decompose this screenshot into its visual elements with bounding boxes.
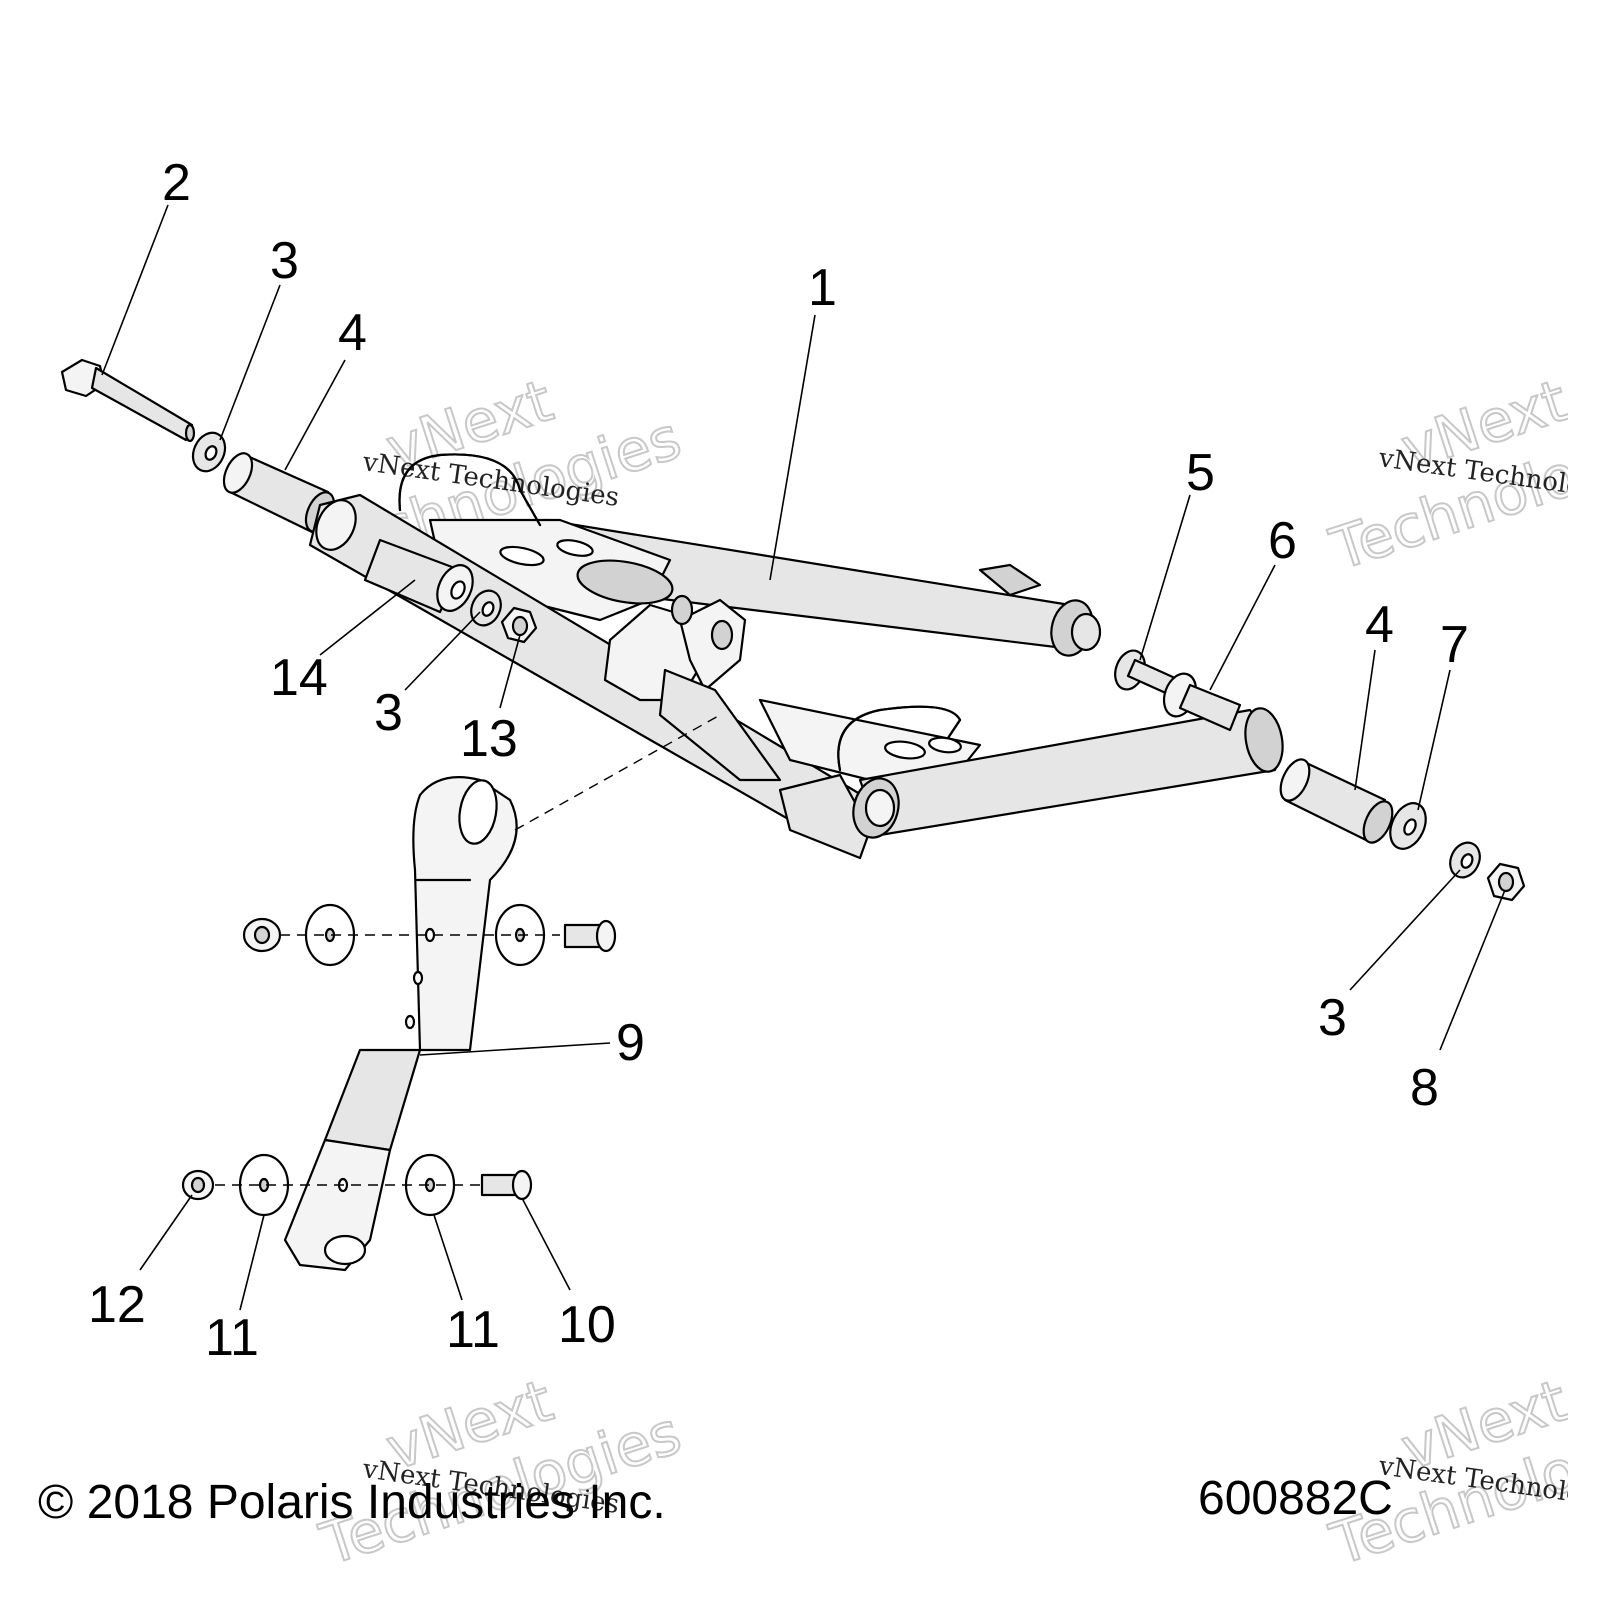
washer-part-3-middle: [470, 589, 502, 627]
washer-part-3-right: [1449, 841, 1481, 879]
watermark-bottom-right: vNext Technologies vNext Technologies: [1321, 1365, 1568, 1568]
exploded-parts-diagram: vNext Technologies vNext Technologies vN…: [38, 154, 1568, 1568]
callout-11-left: 11: [205, 1309, 259, 1367]
callout-6: 6: [1268, 512, 1297, 570]
diagram-stage: vNext Technologies vNext Technologies vN…: [38, 154, 1568, 1568]
assembly-lines: [215, 714, 721, 1186]
spacer-part-5: [1114, 649, 1177, 696]
callout-11-right: 11: [446, 1301, 500, 1359]
callout-labels: 2 3 4 1 5 6 4 7 14 3 13 9 3 8 12 11 11 1…: [88, 154, 1469, 1367]
watermark-top-right: vNext Technologies vNext Technologies: [1321, 365, 1568, 584]
bushing-part-14: [436, 564, 474, 612]
footer: © 2018 Polaris Industries Inc. 600882C: [38, 1472, 1393, 1529]
washer-part-3-top: [191, 431, 227, 473]
callout-3-right: 3: [1318, 989, 1347, 1047]
strap-hardware-lower: [181, 1153, 533, 1217]
callout-3-top: 3: [270, 232, 299, 290]
callout-2: 2: [162, 154, 191, 212]
callout-3-middle: 3: [374, 684, 403, 742]
bolt-part-2: [60, 358, 196, 443]
callout-5: 5: [1186, 444, 1215, 502]
callout-10: 10: [558, 1296, 616, 1354]
callout-13: 13: [460, 710, 518, 768]
callout-4-left: 4: [338, 304, 367, 362]
copyright-text: © 2018 Polaris Industries Inc.: [38, 1476, 666, 1529]
bushing-part-4-right: [1279, 758, 1394, 844]
callout-1: 1: [808, 259, 837, 317]
callout-12: 12: [88, 1276, 146, 1334]
callout-7: 7: [1440, 616, 1469, 674]
leader-lines: [101, 204, 1506, 1311]
callout-14: 14: [270, 649, 328, 707]
callout-9: 9: [616, 1014, 645, 1072]
watermark-bottom-left: vNext Technologies vNext Technologies: [311, 1365, 689, 1568]
figure-code: 600882C: [1198, 1472, 1393, 1525]
nut-part-8: [1486, 862, 1526, 902]
callout-8: 8: [1410, 1059, 1439, 1117]
strap-part-9: [283, 776, 518, 1272]
bushing-part-6: [1162, 672, 1242, 732]
washer-part-7: [1389, 802, 1427, 850]
callout-4-right: 4: [1365, 596, 1394, 654]
